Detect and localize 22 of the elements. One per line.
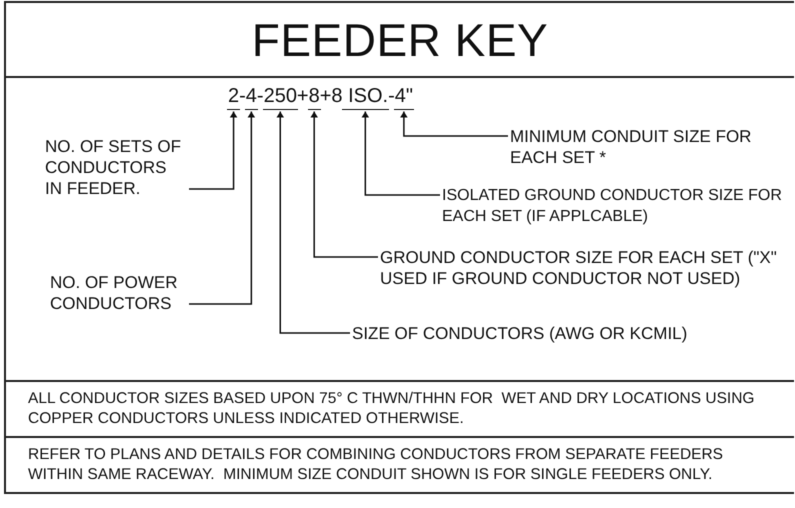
- underline-bar: [308, 109, 321, 110]
- feeder-code: 2-4-250+8+8 ISO.-4": [228, 85, 413, 107]
- callout-text: NO. OF POWER CONDUCTORS: [50, 272, 185, 314]
- leader-line: [189, 112, 256, 305]
- note: REFER TO PLANS AND DETAILS FOR COMBINING CONDUCTORS FROM SEPARATE FEEDERS WITHIN SAME RACEWAY. MINIMUM SIZE CONDUIT SHOWN IS FOR SINGLE FEEDERS ONLY.: [28, 445, 724, 485]
- leader-line: [400, 112, 508, 137]
- underline-bar: [244, 109, 258, 110]
- underline-bar: [227, 109, 240, 110]
- underline-bar: [394, 109, 414, 110]
- leader-line: [276, 112, 350, 334]
- callout-text: ISOLATED GROUND CONDUCTOR SIZE FOR EACH SET (IF APPLCABLE): [442, 185, 790, 227]
- underline-bar: [262, 109, 298, 110]
- callout-text: SIZE OF CONDUCTORS (AWG OR KCMIL): [352, 323, 692, 344]
- leader-line: [362, 112, 440, 196]
- title: FEEDER KEY: [252, 12, 548, 66]
- callout-text: MINIMUM CONDUIT SIZE FOR EACH SET *: [510, 126, 760, 168]
- note: ALL CONDUCTOR SIZES BASED UPON 75° C THWN/THHN FOR WET AND DRY LOCATIONS USING COPPER CONDUCTORS UNLESS INDICATED OTHERWISE.: [28, 389, 756, 429]
- leader-line: [310, 112, 378, 258]
- leader-line: [189, 112, 238, 190]
- underline-bar: [342, 109, 390, 110]
- callout-text: NO. OF SETS OF CONDUCTORS IN FEEDER.: [45, 136, 185, 199]
- callout-text: GROUND CONDUCTOR SIZE FOR EACH SET ("X" USED IF GROUND CONDUCTOR NOT USED): [380, 247, 778, 289]
